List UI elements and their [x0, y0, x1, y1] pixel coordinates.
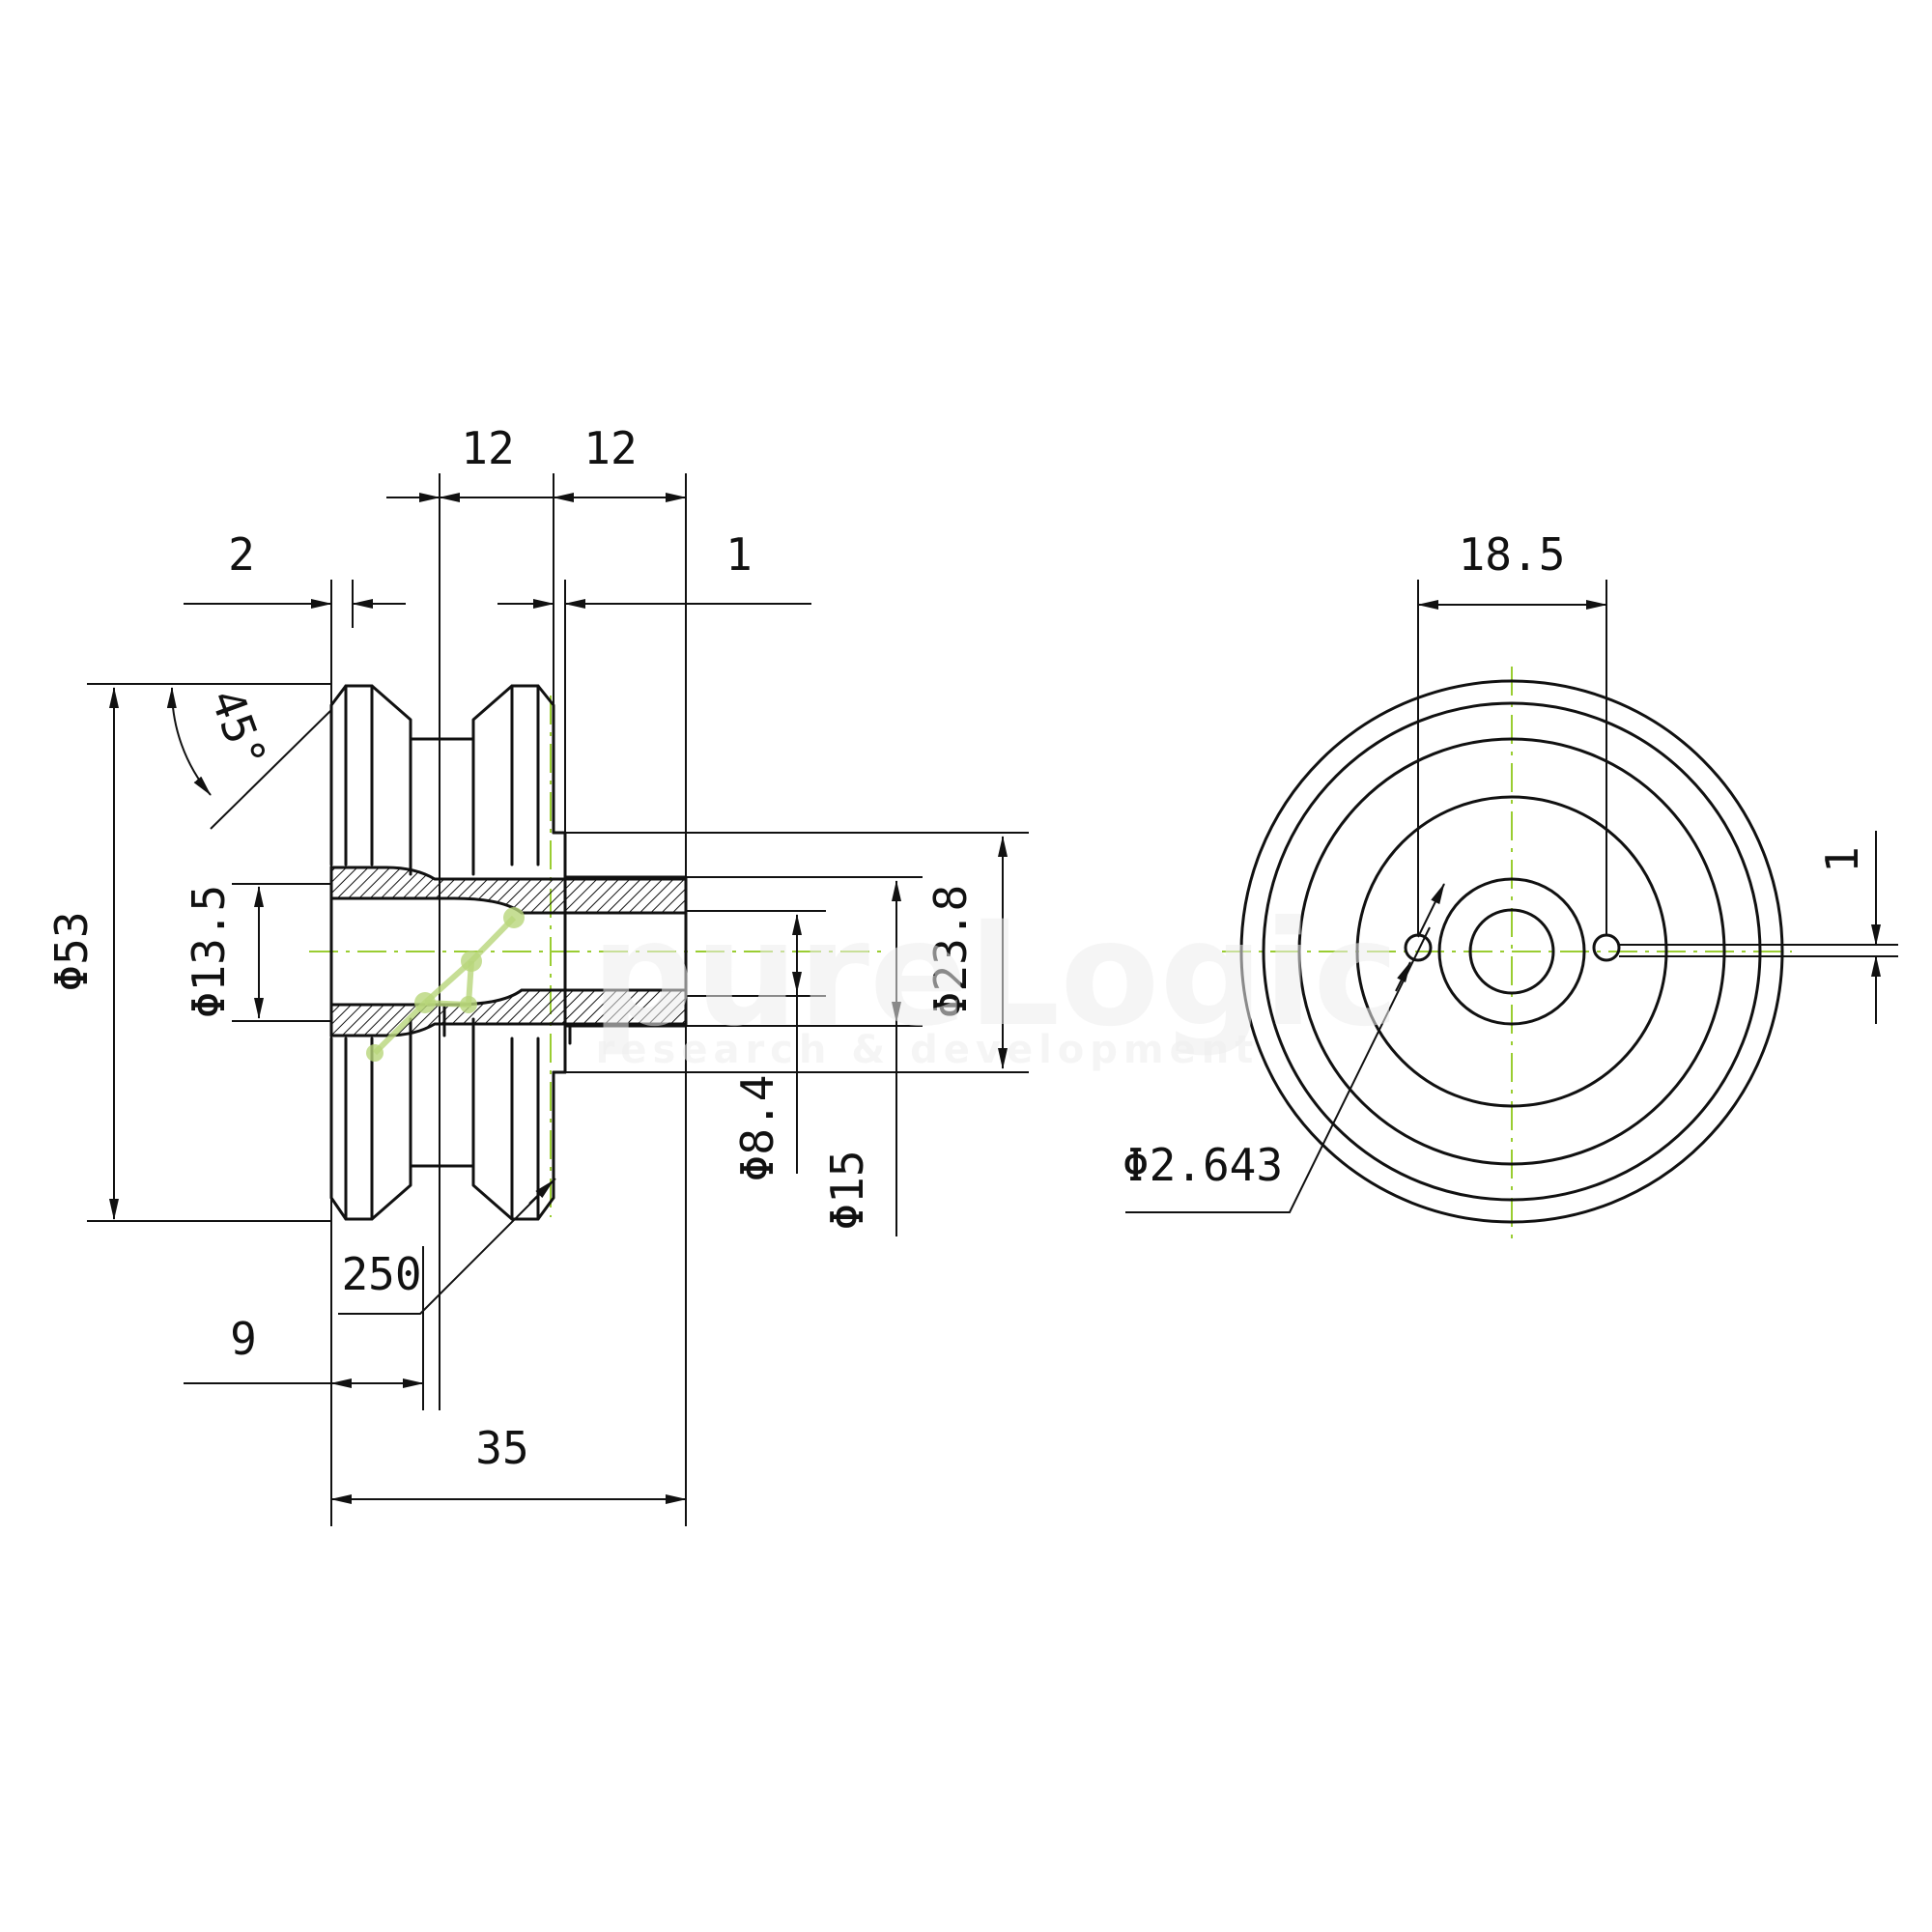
- groove-circle: [1297, 737, 1726, 1166]
- watermark-brand: pureLogic: [591, 891, 1399, 1059]
- dim-35: 35: [475, 1422, 528, 1474]
- dim-1-right: 1: [1816, 846, 1868, 873]
- small-hole-right: [1592, 933, 1621, 962]
- dim-d23-8: Φ23.8: [924, 885, 977, 1018]
- dim-d13-5: Φ13.5: [183, 885, 235, 1018]
- dim-12-left: 12: [461, 422, 514, 474]
- side-view: 12 12 2 1 Φ53 Φ13.5 Φ23.8: [45, 422, 1029, 1526]
- section-hatch-top: [329, 866, 688, 915]
- outer-circle: [1239, 679, 1784, 1224]
- dim-d8-4: Φ8.4: [731, 1075, 783, 1182]
- dim-r250: 250: [341, 1248, 421, 1300]
- front-view: 18.5 1 Φ2.643: [1122, 528, 1898, 1246]
- hub-circle: [1355, 795, 1668, 1108]
- watermark: pureLogic research & development: [366, 891, 1399, 1072]
- front-dimensions: 18.5 1 Φ2.643: [1122, 528, 1898, 1213]
- dim-12-right: 12: [583, 422, 637, 474]
- dim-18-5: 18.5: [1459, 528, 1566, 581]
- dim-angle-45: 45°: [200, 682, 276, 776]
- bore-outer-circle: [1437, 877, 1586, 1026]
- dim-d53: Φ53: [45, 911, 98, 991]
- dim-2: 2: [228, 528, 255, 581]
- dim-d15: Φ15: [821, 1150, 873, 1230]
- flange-circle: [1262, 701, 1762, 1202]
- watermark-tagline: research & development: [596, 1028, 1260, 1072]
- dim-1: 1: [725, 528, 753, 581]
- bore-circle: [1468, 908, 1555, 995]
- dim-9: 9: [230, 1313, 257, 1365]
- small-hole-left: [1404, 933, 1433, 962]
- dim-d2-643: Φ2.643: [1122, 1139, 1283, 1191]
- watermark-logo-mark: [366, 907, 525, 1062]
